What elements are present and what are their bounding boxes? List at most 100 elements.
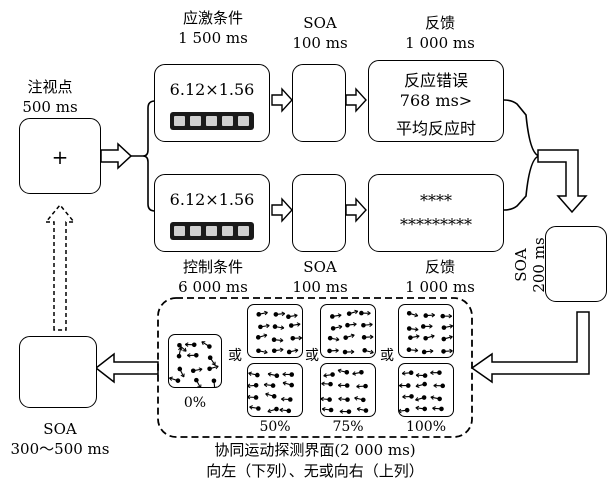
motion-dot bbox=[256, 312, 261, 317]
motion-dot bbox=[345, 383, 350, 388]
control-arithmetic: 6.12×1.56 bbox=[155, 190, 269, 209]
feedback-bottom-duration: 1 000 ms bbox=[380, 278, 500, 296]
dot-panel-100-right bbox=[398, 304, 454, 358]
motion-dot bbox=[441, 349, 446, 354]
dot-panel-50-right bbox=[247, 304, 303, 358]
motion-dot bbox=[256, 406, 261, 411]
motion-dot bbox=[178, 367, 183, 372]
feedback-top-line-3: 平均反应时 bbox=[369, 115, 503, 139]
or-label-1: 或 bbox=[228, 345, 242, 365]
motion-dot bbox=[273, 324, 278, 329]
motion-dot bbox=[422, 395, 427, 400]
motion-dot bbox=[258, 325, 263, 330]
motion-dot bbox=[327, 349, 332, 354]
hollow-arrow-to-right-soa bbox=[538, 150, 586, 212]
fixation-screen: + bbox=[19, 118, 101, 194]
motion-dot bbox=[423, 373, 428, 378]
soa-bottom-title: SOA bbox=[290, 258, 350, 276]
motion-subtitle: 向左（下列）、无或向右（上列） bbox=[140, 462, 490, 480]
motion-dot bbox=[359, 311, 364, 316]
control-screen: 6.12×1.56 bbox=[154, 174, 270, 252]
motion-dot bbox=[439, 407, 444, 412]
motion-dot bbox=[343, 335, 348, 340]
branch-line bbox=[131, 101, 155, 211]
motion-dot bbox=[208, 355, 213, 360]
motion-dot bbox=[364, 408, 369, 413]
motion-dot bbox=[256, 335, 261, 340]
motion-dot bbox=[423, 336, 428, 341]
motion-dot bbox=[405, 408, 410, 413]
motion-dot bbox=[177, 354, 182, 359]
percent-0: 0% bbox=[175, 395, 215, 411]
soa-top-title: SOA bbox=[290, 14, 350, 32]
hollow-arrow-top-1 bbox=[272, 89, 292, 111]
soa-top-duration: 100 ms bbox=[280, 34, 360, 52]
motion-dot bbox=[177, 343, 182, 348]
feedback-bottom-title: 反馈 bbox=[390, 258, 490, 276]
motion-dot bbox=[194, 353, 199, 358]
hollow-arrow-to-motion bbox=[472, 312, 589, 382]
motion-dot bbox=[272, 337, 277, 342]
motion-dot bbox=[409, 370, 414, 375]
motion-dot bbox=[343, 350, 348, 355]
motion-dot bbox=[275, 373, 280, 378]
dot-panel-100-left bbox=[398, 363, 454, 417]
dot-panel-50-left bbox=[247, 363, 303, 417]
motion-dot bbox=[271, 383, 276, 388]
motion-dot bbox=[407, 326, 412, 331]
percent-100: 100% bbox=[400, 419, 452, 435]
motion-dot bbox=[194, 378, 199, 383]
motion-dot bbox=[286, 409, 291, 414]
motion-dot bbox=[421, 324, 426, 329]
feedback-bottom-screen: **** ********* bbox=[368, 174, 504, 252]
motion-dot bbox=[288, 397, 293, 402]
motion-dot bbox=[192, 342, 197, 347]
motion-dot bbox=[255, 373, 260, 378]
motion-dot bbox=[441, 337, 446, 342]
motion-dot bbox=[361, 323, 366, 328]
motion-dot bbox=[212, 378, 217, 383]
motion-dot bbox=[363, 384, 368, 389]
motion-dot bbox=[347, 409, 352, 414]
motion-dot bbox=[272, 348, 277, 353]
feedback-top-title: 反馈 bbox=[390, 14, 490, 32]
fixation-duration: 500 ms bbox=[15, 98, 85, 116]
or-label-2: 或 bbox=[305, 345, 319, 365]
hollow-arrow-bottom-1 bbox=[272, 199, 292, 221]
dot-panel-75-left bbox=[320, 363, 376, 417]
motion-dot bbox=[345, 397, 350, 402]
feedback-top-duration: 1 000 ms bbox=[380, 34, 500, 52]
motion-dot bbox=[328, 382, 333, 387]
motion-dot bbox=[440, 384, 445, 389]
hollow-arrow-to-left-soa bbox=[96, 354, 158, 382]
soa-left-title: SOA bbox=[20, 420, 100, 438]
feedback-top-screen: 反应错误 768 ms> 平均反应时 bbox=[368, 60, 504, 142]
stress-arithmetic: 6.12×1.56 bbox=[155, 80, 269, 99]
motion-dot bbox=[359, 370, 364, 375]
motion-dot bbox=[437, 370, 442, 375]
soa-right-screen bbox=[545, 226, 607, 302]
motion-dot bbox=[176, 378, 181, 383]
motion-dot bbox=[207, 344, 212, 349]
hollow-arrow-bottom-2 bbox=[346, 199, 366, 221]
motion-dot bbox=[422, 407, 427, 412]
motion-dot bbox=[362, 348, 367, 353]
motion-dot bbox=[362, 335, 367, 340]
motion-dot bbox=[422, 350, 427, 355]
percent-75: 75% bbox=[328, 419, 368, 435]
motion-dot bbox=[344, 370, 349, 375]
motion-dot bbox=[287, 350, 292, 355]
motion-dot bbox=[274, 407, 279, 412]
motion-dot bbox=[347, 311, 352, 316]
motion-dot bbox=[331, 326, 336, 331]
soa-right-duration: 200 ms bbox=[530, 230, 548, 300]
dot-panel-75-right bbox=[320, 304, 376, 358]
motion-dot bbox=[272, 394, 277, 399]
motion-dot bbox=[330, 314, 335, 319]
fixation-title: 注视点 bbox=[20, 78, 80, 96]
motion-dot bbox=[256, 348, 261, 353]
or-label-3: 或 bbox=[380, 345, 394, 365]
motion-dot bbox=[406, 383, 411, 388]
motion-dot bbox=[440, 314, 445, 319]
motion-dot bbox=[407, 347, 412, 352]
